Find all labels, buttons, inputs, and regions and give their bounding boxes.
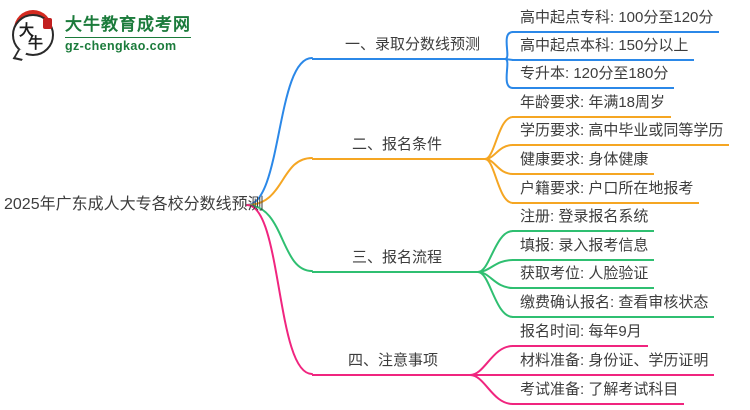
branch-admission-scores[interactable]: 一、录取分数线预测	[312, 36, 505, 60]
node-exam-preparation[interactable]: 考试准备: 了解考试科目	[512, 381, 685, 405]
branch4-child1-connector	[469, 345, 514, 376]
branch3-child1-connector	[477, 230, 514, 273]
node-highschool-to-college-score[interactable]: 高中起点专科: 100分至120分	[512, 9, 720, 33]
node-registration-time[interactable]: 报名时间: 每年9月	[512, 323, 648, 347]
branch3-child4-connector	[477, 271, 514, 318]
branch-registration-process[interactable]: 三、报名流程	[312, 249, 478, 273]
logo-divider	[65, 37, 191, 38]
branch-registration-requirements[interactable]: 二、报名条件	[312, 136, 485, 160]
node-education-requirement[interactable]: 学历要求: 高中毕业或同等学历	[512, 122, 730, 146]
trunk-branch1	[246, 57, 313, 206]
branch2-child3-connector	[484, 158, 514, 175]
logo-bull-icon: 大 牛	[12, 10, 58, 61]
node-pay-confirm-step[interactable]: 缴费确认报名: 查看审核状态	[512, 294, 715, 318]
logo-bubble-tail	[12, 49, 28, 61]
node-material-preparation[interactable]: 材料准备: 身份证、学历证明	[512, 352, 715, 376]
logo-text-block: 大牛教育成考网 gz-chengkao.com	[65, 15, 191, 53]
trunk-branch3	[246, 204, 313, 272]
node-age-requirement[interactable]: 年龄要求: 年满18周岁	[512, 94, 672, 118]
node-health-requirement[interactable]: 健康要求: 身体健康	[512, 151, 655, 175]
logo-char-bottom: 牛	[28, 35, 44, 52]
node-register-step[interactable]: 注册: 登录报名系统	[512, 208, 655, 232]
logo-title: 大牛教育成考网	[65, 15, 191, 34]
node-residence-requirement[interactable]: 户籍要求: 户口所在地报考	[512, 180, 700, 204]
node-highschool-to-bachelor-score[interactable]: 高中起点本科: 150分以上	[512, 37, 695, 61]
node-get-seat-step[interactable]: 获取考位: 人脸验证	[512, 265, 655, 289]
logo-url: gz-chengkao.com	[65, 39, 177, 53]
branch2-child1-connector	[484, 116, 514, 160]
branch3-child2-connector	[477, 259, 514, 273]
branch2-child2-connector	[484, 144, 514, 160]
node-fill-info-step[interactable]: 填报: 录入报考信息	[512, 237, 655, 261]
branch4-child3-connector	[469, 374, 514, 405]
branch2-child4-connector	[484, 158, 514, 204]
logo-red-seal	[43, 18, 52, 29]
trunk-branch4	[246, 204, 313, 375]
logo-char-top: 大	[19, 22, 35, 39]
site-logo[interactable]: 大 牛 大牛教育成考网 gz-chengkao.com	[12, 10, 191, 61]
branch3-child3-connector	[477, 271, 514, 289]
branch-notes[interactable]: 四、注意事项	[312, 352, 470, 376]
central-topic[interactable]: 2025年广东成人大专各校分数线预测	[4, 196, 264, 213]
node-college-to-bachelor-score[interactable]: 专升本: 120分至180分	[512, 65, 675, 89]
